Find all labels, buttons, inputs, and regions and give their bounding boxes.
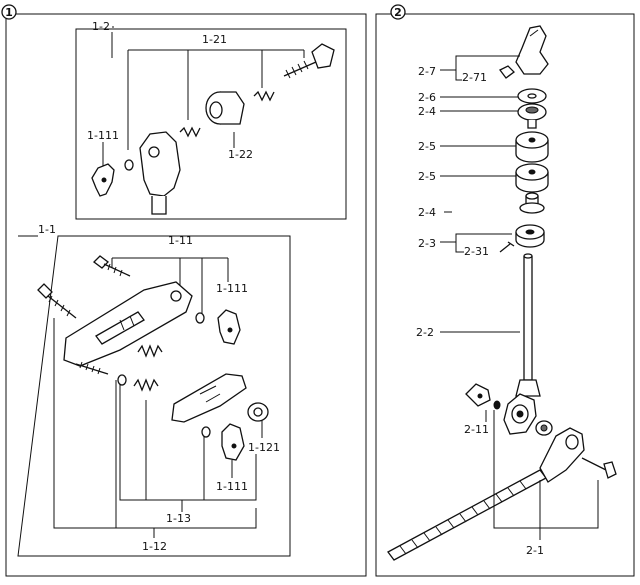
lever-arm-1-11 [63,281,193,367]
bolt-top [93,255,131,277]
subassembly-1-2-box [75,28,347,220]
thumb-screw-1-111 [91,163,115,197]
spring-top-2 [253,90,275,102]
label-2-4-upper: 2-4 [418,105,436,118]
label-2-7: 2-7 [418,65,436,78]
threaded-rod-2-1 [387,469,547,561]
nut-1-121 [247,402,269,422]
label-2-31: 2-31 [464,245,489,258]
washer-1-11 [195,312,205,324]
label-1-11: 1-11 [168,234,193,247]
label-2-71: 2-71 [462,71,487,84]
bracket-lower [171,373,247,423]
washer-mid [117,374,127,386]
screw-2-71 [499,65,515,79]
bolt-long-left [37,283,77,319]
label-2-11: 2-11 [464,423,489,436]
screw-mid [75,361,109,375]
label-2-6: 2-6 [418,91,436,104]
bushing-1-22 [205,91,245,125]
screw-2-31 [499,241,515,253]
panel-2-border [375,13,635,577]
spring-top [179,126,201,138]
thumb-screw-lower [221,423,245,461]
nut-2-1 [535,420,553,436]
bracket-2-3 [440,233,512,253]
collar-2-3 [515,224,545,248]
label-2-2: 2-2 [416,326,434,339]
cap-2-7 [515,25,549,75]
label-2-1: 2-1 [526,544,544,557]
bracket-1-21 [127,49,305,150]
bracket-1-11 [111,257,229,316]
label-1-111-right: 1-111 [216,282,248,295]
lever-joint [503,393,537,435]
screw-top [283,43,335,79]
label-2-4-lower: 2-4 [418,206,436,219]
thumb-screw-2-11 [465,383,491,407]
label-1-12: 1-12 [142,540,167,553]
label-2-3: 2-3 [418,237,436,250]
label-1-21: 1-21 [202,33,227,46]
label-1-111-top: 1-111 [87,129,119,142]
nut-2-4-upper [517,103,547,129]
bolt-2-1 [581,457,617,479]
pin-2-4-lower [519,192,545,214]
thumb-screw-right [217,309,241,345]
label-1-2: 1-2 [92,20,110,33]
washer-lower [201,426,211,438]
subassembly-1-1-box [17,235,291,557]
bracket-1-12 [53,318,257,538]
label-1-22: 1-22 [228,148,253,161]
spring-mid [137,344,163,358]
bracket-2-7 [440,55,520,81]
label-1-121: 1-121 [248,441,280,454]
panel-1-border [5,13,367,577]
roller-2-5-lower [515,163,549,193]
washer-2-6 [517,88,547,104]
roller-2-5-upper [515,131,549,163]
label-1-13: 1-13 [166,512,191,525]
section-1-number: 1 [5,6,13,19]
label-2-5-lower: 2-5 [418,170,436,183]
bracket-1-13 [119,384,257,512]
bracket-2-1 [493,410,599,540]
washer-2-11 [493,400,501,410]
section-marker-1: 1 [1,4,17,20]
label-1-111-bottom: 1-111 [216,480,248,493]
shaft-2-2 [515,253,541,397]
washer-small-top [124,159,134,171]
section-marker-2: 2 [390,4,406,20]
spring-lower [133,378,159,392]
clevis-2-1 [539,427,585,483]
label-2-5-upper: 2-5 [418,140,436,153]
label-1-1: 1-1 [38,223,56,236]
section-2-number: 2 [394,6,402,19]
lever-arm-top [139,131,181,215]
